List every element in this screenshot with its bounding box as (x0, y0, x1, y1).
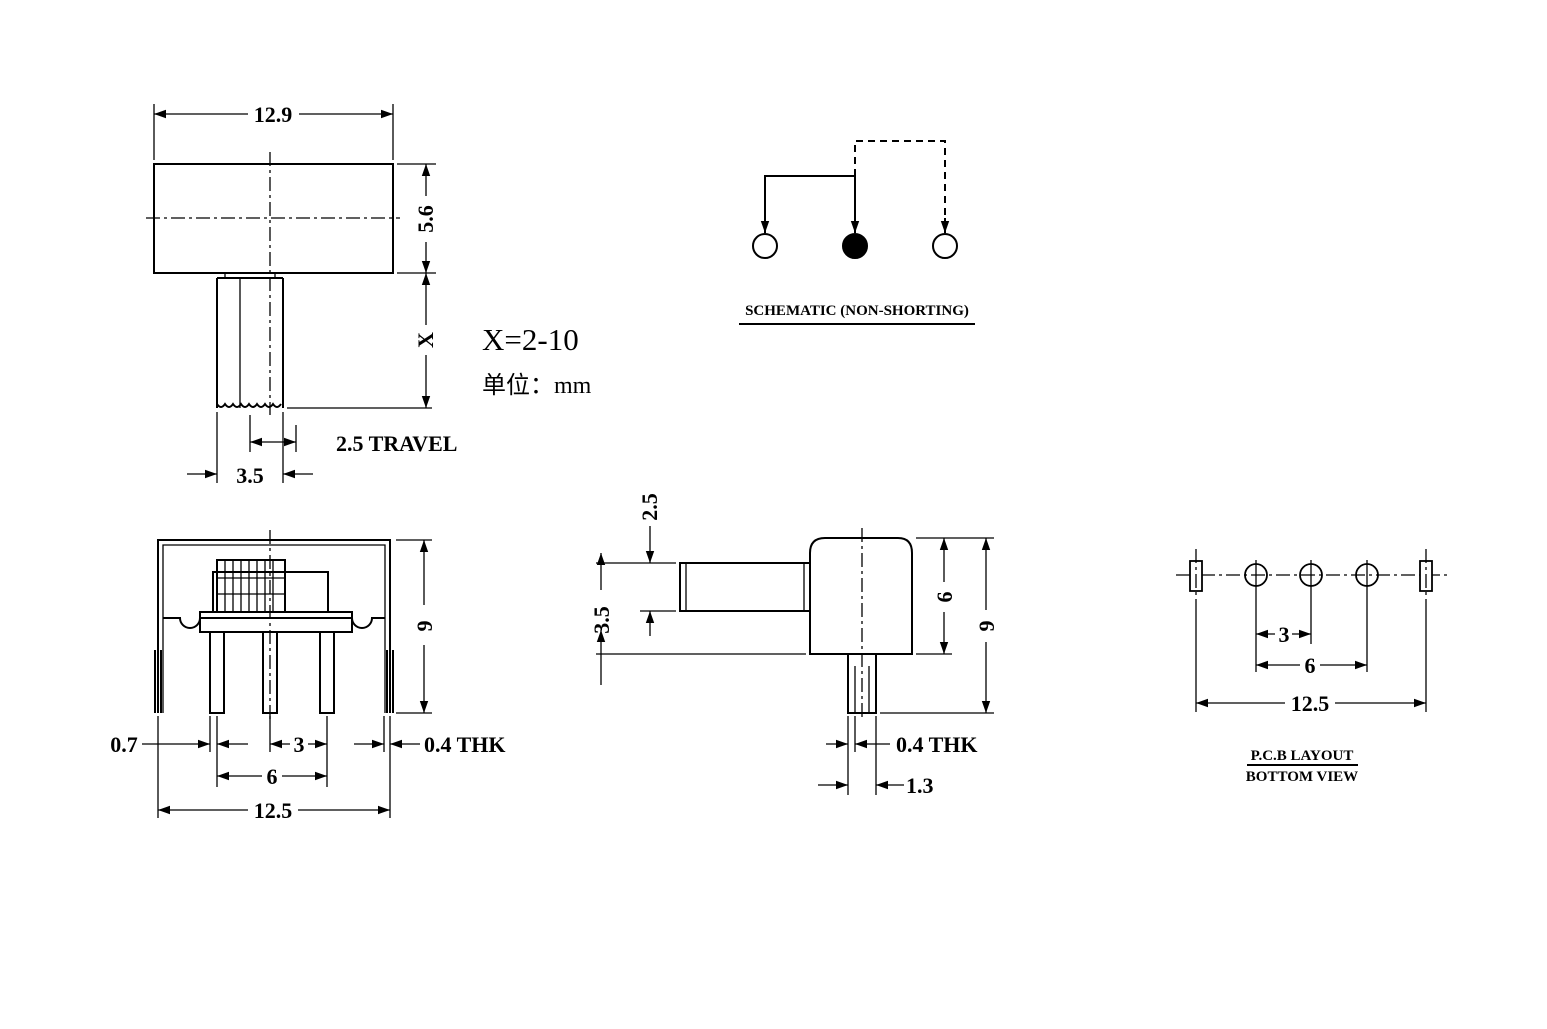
actuator-offset-dim: 2.5 (637, 493, 662, 521)
pcb-span-dim: 6 (1305, 653, 1316, 678)
pcb-layout: 3 6 12.5 P.C.B LAYOUT BOTTOM VIEW (1176, 549, 1448, 785)
notes: X=2-10 单位：mm (482, 322, 592, 399)
terminal-right (932, 233, 958, 259)
front-thickness-dim: 0.4 THK (424, 732, 506, 757)
travel-dim: 2.5 TRAVEL (336, 431, 457, 456)
pcb-caption-line2: BOTTOM VIEW (1246, 769, 1358, 785)
width-dim: 12.9 (254, 102, 293, 127)
pcb-overall-dim: 12.5 (1291, 691, 1330, 716)
actuator-length-dim: X (413, 332, 438, 348)
schematic-caption: SCHEMATIC (NON-SHORTING) (745, 303, 969, 319)
span-dim: 6 (267, 764, 278, 789)
terminal-common (842, 233, 868, 259)
pcb-pitch-dim: 3 (1279, 622, 1290, 647)
front-height-dim: 9 (412, 621, 437, 632)
pin-width-dim: 0.7 (110, 732, 138, 757)
pin-offset-dim: 1.3 (906, 773, 934, 798)
actuator-height-dim: 3.5 (589, 606, 614, 634)
side-body-height-dim: 6 (932, 592, 957, 603)
terminal-left (752, 233, 778, 259)
side-overall-height-dim: 9 (974, 621, 999, 632)
side-view: 2.5 3.5 6 9 0.4 THK 1.3 (589, 493, 999, 798)
x-range-note: X=2-10 (482, 322, 579, 357)
overall-width-dim: 12.5 (254, 798, 293, 823)
front-view: 9 0.7 3 0.4 THK 6 12.5 (110, 530, 506, 823)
top-view: 12.9 5.6 X 2.5 TRAVEL 3.5 (146, 102, 457, 488)
pitch-dim: 3 (294, 732, 305, 757)
schematic: SCHEMATIC (NON-SHORTING) (739, 140, 975, 325)
unit-note: 单位：mm (482, 372, 592, 399)
side-thickness-dim: 0.4 THK (896, 732, 978, 757)
actuator-width-dim: 3.5 (236, 463, 264, 488)
pcb-caption-line1: P.C.B LAYOUT (1251, 748, 1354, 764)
body-height-dim: 5.6 (413, 205, 438, 233)
